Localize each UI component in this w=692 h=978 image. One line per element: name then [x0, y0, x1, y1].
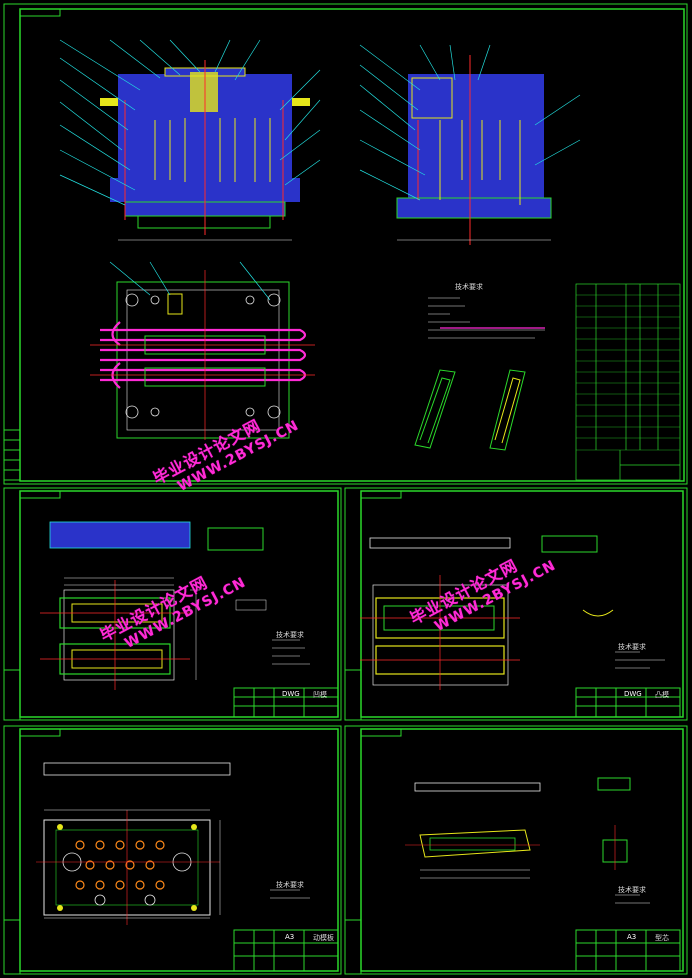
- part3-title-name: 动模板: [313, 934, 334, 942]
- assembly-tech-title: 技术要求: [455, 283, 483, 291]
- part3-title-code: A3: [285, 933, 295, 941]
- part3-tech-title: 技术要求: [276, 881, 304, 889]
- part3-views: [36, 762, 310, 925]
- part1-title-code: DWG: [282, 690, 300, 698]
- part2-title-name: 凸模: [655, 691, 669, 699]
- part1-tech-title: 技术要求: [276, 631, 304, 639]
- part2-views: [360, 535, 665, 690]
- assembly-front-section: [59, 39, 321, 241]
- sheet-part2: [344, 487, 688, 721]
- sheet-part3: [3, 725, 342, 975]
- part2-tech-title: 技术要求: [618, 643, 646, 651]
- part4-tech-title: 技术要求: [618, 886, 646, 894]
- part2-title-code: DWG: [624, 690, 642, 698]
- isometric-part-views: [414, 369, 526, 451]
- part1-views: [40, 521, 310, 690]
- assembly-top-view: [90, 261, 315, 440]
- sheet-part4: [344, 725, 688, 975]
- sheet-part1: [3, 487, 342, 721]
- assembly-side-section: [359, 44, 581, 245]
- part4-title-code: A3: [627, 933, 637, 941]
- bill-of-materials: [575, 283, 681, 481]
- part4-views: [405, 777, 650, 904]
- assembly-notes: [428, 297, 545, 339]
- part1-title-name: 凹模: [313, 691, 327, 699]
- part4-title-name: 型芯: [655, 934, 669, 942]
- sheet-assembly: [3, 3, 688, 485]
